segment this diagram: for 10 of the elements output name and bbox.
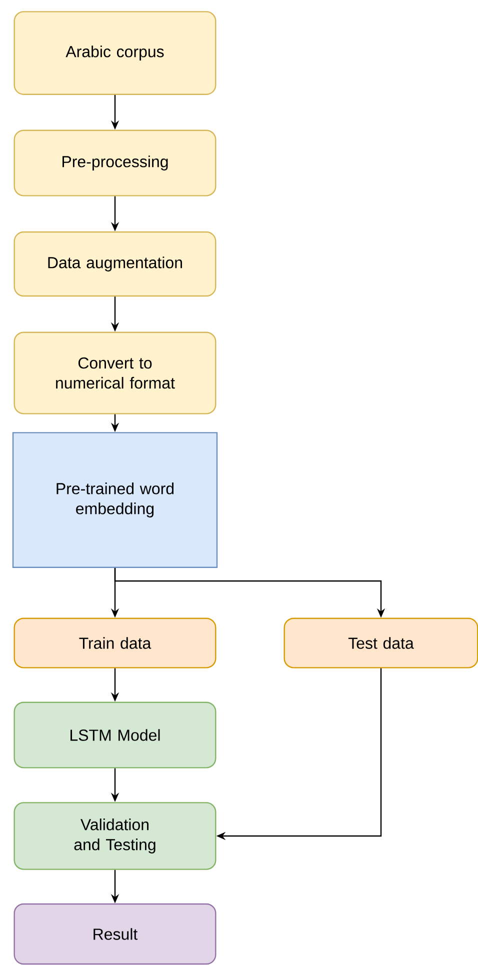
process-box: Result [14, 903, 216, 965]
process-box: Data augmentation [14, 231, 216, 297]
process-box: LSTM Model [14, 702, 216, 768]
process-box: Test data [284, 618, 478, 668]
process-box: Validation and Testing [14, 802, 216, 870]
process-box: Arabic corpus [14, 11, 216, 95]
embedding-box: Pre-trained word embedding [12, 432, 218, 568]
process-box: Train data [14, 618, 216, 668]
process-box: Convert to numerical format [14, 332, 216, 414]
process-box: Pre-processing [14, 130, 216, 196]
